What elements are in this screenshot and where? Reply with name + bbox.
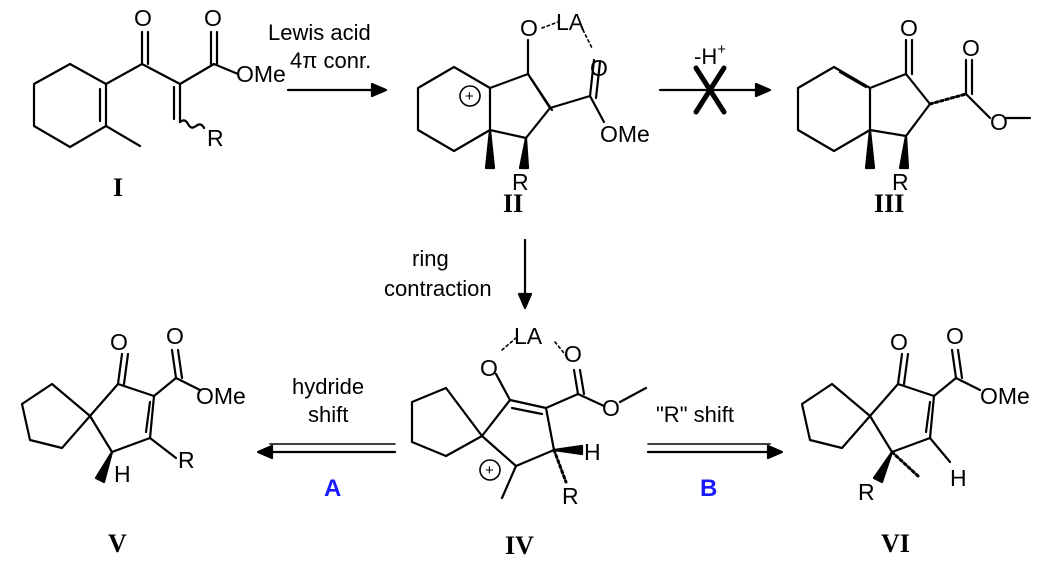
arrow-path-a-label-line2: shift	[308, 402, 348, 427]
compound-I-number: I	[113, 173, 123, 202]
compound-IV-enol-oxygen: O	[480, 355, 498, 381]
compound-I-ome: OMe	[236, 61, 286, 87]
compound-II-ome: OMe	[600, 121, 650, 147]
arrow-path-a-letter: A	[324, 475, 341, 502]
compound-III-ether-oxygen: O	[990, 109, 1008, 135]
arrow-step3-label-line2: contraction	[384, 276, 492, 301]
compound-VI-ome: OMe	[980, 383, 1030, 409]
compound-VI-ketone-oxygen: O	[890, 329, 908, 355]
arrow-path-a-label-line1: hydride	[292, 374, 364, 399]
compound-VI-hydrogen: H	[950, 465, 967, 491]
arrow-path-b	[646, 443, 784, 460]
compound-V-ome: OMe	[196, 383, 246, 409]
compound-V-structure	[20, 348, 202, 484]
arrow-step1-label-line2: 4π conr.	[290, 48, 371, 73]
arrow-step3-label-line1: ring	[412, 246, 449, 271]
compound-VI-structure	[800, 348, 982, 484]
compound-V-hydrogen: H	[114, 461, 131, 487]
compound-II-structure	[416, 21, 606, 170]
compound-III-ketone-oxygen: O	[900, 15, 918, 41]
compound-V-ketone-oxygen: O	[110, 329, 128, 355]
compound-I-structure	[32, 30, 240, 149]
arrow-step2-blocked	[658, 65, 772, 115]
compound-IV-lewis-acid: LA	[514, 323, 543, 349]
compound-IV-structure	[410, 337, 648, 500]
compound-IV-r-group: R	[562, 483, 579, 509]
compound-III-r-group: R	[892, 169, 909, 195]
arrow-step3-ring-contraction	[517, 238, 533, 310]
compound-IV-ether-oxygen: O	[602, 395, 620, 421]
compound-I-carbonyl-oxygen: O	[204, 5, 222, 31]
compound-III-structure	[796, 38, 1032, 170]
compound-I-r-group: R	[207, 125, 224, 151]
compound-I-ketone-oxygen: O	[134, 5, 152, 31]
arrow-path-a	[256, 443, 397, 460]
compound-V-number: V	[108, 529, 127, 558]
arrow-path-b-label: "R" shift	[656, 402, 734, 427]
compound-IV-cation-charge: +	[485, 462, 494, 479]
compound-VI-r-group: R	[858, 479, 875, 505]
compound-V-carbonyl-oxygen: O	[166, 323, 184, 349]
compound-V-r-group: R	[178, 447, 195, 473]
compound-VI-number: VI	[881, 529, 910, 558]
compound-IV-number: IV	[505, 531, 534, 560]
compound-II-cation-charge: +	[465, 88, 474, 105]
arrow-step1	[286, 82, 388, 98]
arrow-step2-label: -H+	[694, 41, 726, 69]
arrow-step1-label-line1: Lewis acid	[268, 20, 371, 45]
compound-II-enol-oxygen: O	[520, 15, 538, 41]
compound-IV-ester-oxygen: O	[564, 341, 582, 367]
compound-IV-hydrogen: H	[584, 439, 601, 465]
compound-II-r-group: R	[512, 169, 529, 195]
compound-II-ester-oxygen: O	[590, 55, 608, 81]
compound-II-number: II	[503, 189, 523, 218]
compound-III-number: III	[874, 189, 904, 218]
arrow-path-b-letter: B	[700, 475, 717, 502]
compound-II-lewis-acid: LA	[556, 9, 585, 35]
compound-VI-carbonyl-oxygen: O	[946, 323, 964, 349]
compound-III-carbonyl-oxygen: O	[962, 35, 980, 61]
